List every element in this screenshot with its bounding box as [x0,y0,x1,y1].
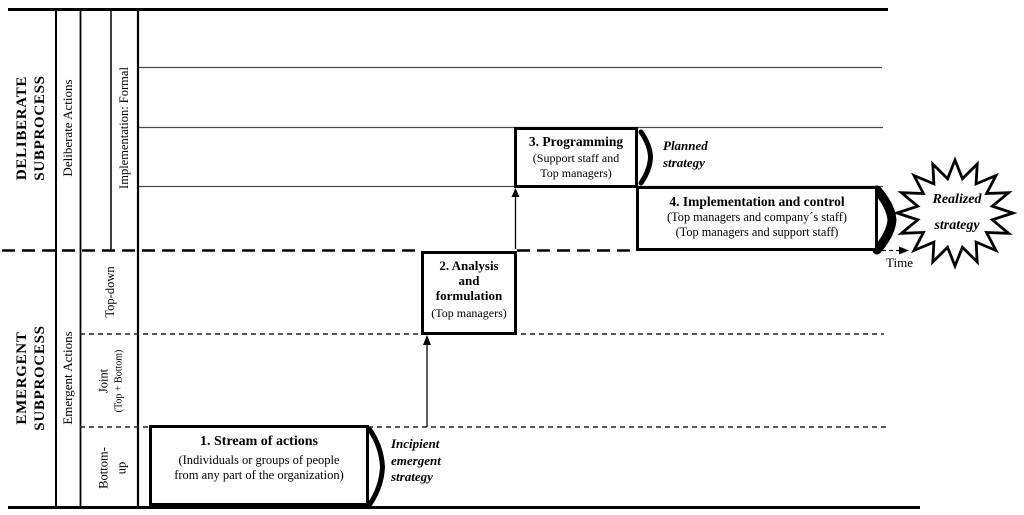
implementation-formal-label: Implementation: Formal [117,67,131,189]
deliberate-subprocess-label-line2: SUBPROCESS [32,75,48,181]
box-2-title-line1: 2. Analysis [439,258,499,273]
time-axis-arrow-head [899,246,909,255]
box-3-subtitle-line2: Top managers) [540,165,612,180]
realized-strategy-label: Realized strategy [905,187,1009,239]
chevron-realized-icon [872,185,897,255]
box-4-subtitle-line2: (Top managers and support staff) [675,225,839,239]
box-3-programming: 3. Programming (Support staff and Top ma… [514,127,638,188]
box-2-title-line3: formulation [435,288,503,303]
deliberate-subprocess-label-line1: DELIBERATE [14,75,30,181]
chevron-planned-icon [638,129,654,186]
box-4-implementation-and-control: 4. Implementation and control (Top manag… [636,186,878,251]
deliberate-actions-label: Deliberate Actions [60,79,75,177]
row-label-joint: Joint [96,368,110,393]
arrow-box1-to-box2-head [423,335,431,345]
box-2-title-line2: and [458,273,480,288]
incipient-label-line3: strategy [391,469,433,484]
chevron-incipient-icon [367,427,386,507]
planned-strategy-label: Planned strategy [663,138,708,171]
row-label-bottom-up-line1: Bottom- [96,446,110,489]
arrow-box2-to-box3-head [511,188,520,197]
box-1-title: 1. Stream of actions [200,434,318,449]
emergent-subprocess-label-line1: EMERGENT [14,331,30,425]
box-3-title: 3. Programming [528,134,624,149]
row-label-joint-sub: (Top + Bottom) [113,349,124,412]
box-4-subtitle-line1: (Top managers and company´s staff) [667,210,847,224]
emergent-subprocess-label-line2: SUBPROCESS [32,325,48,431]
incipient-emergent-strategy-label: Incipient emergent strategy [391,436,441,486]
box-1-subtitle-line1: (Individuals or groups of people [178,453,340,467]
time-label: Time [886,255,913,270]
incipient-label-line2: emergent [391,452,441,468]
box-2-subtitle: (Top managers) [431,306,507,320]
box-1-subtitle-line2: from any part of the organization) [174,468,344,482]
box-2-analysis-and-formulation: 2. Analysis and formulation (Top manager… [421,251,517,335]
realized-label-line2: strategy [934,218,980,233]
row-label-bottom-up-line2: up [114,461,128,474]
row-label-top-down: Top-down [103,265,117,318]
box-3-subtitle-line1: (Support staff and [532,151,620,165]
box-1-stream-of-actions: 1. Stream of actions (Individuals or gro… [149,425,369,506]
emergent-actions-label: Emergent Actions [60,331,75,425]
planned-label-line2: strategy [663,154,705,170]
planned-label-line1: Planned [663,138,708,153]
realized-label-line1: Realized [932,192,982,207]
starburst-icon [892,156,1018,270]
incipient-label-line1: Incipient [391,436,440,451]
box-4-title: 4. Implementation and control [669,194,845,209]
